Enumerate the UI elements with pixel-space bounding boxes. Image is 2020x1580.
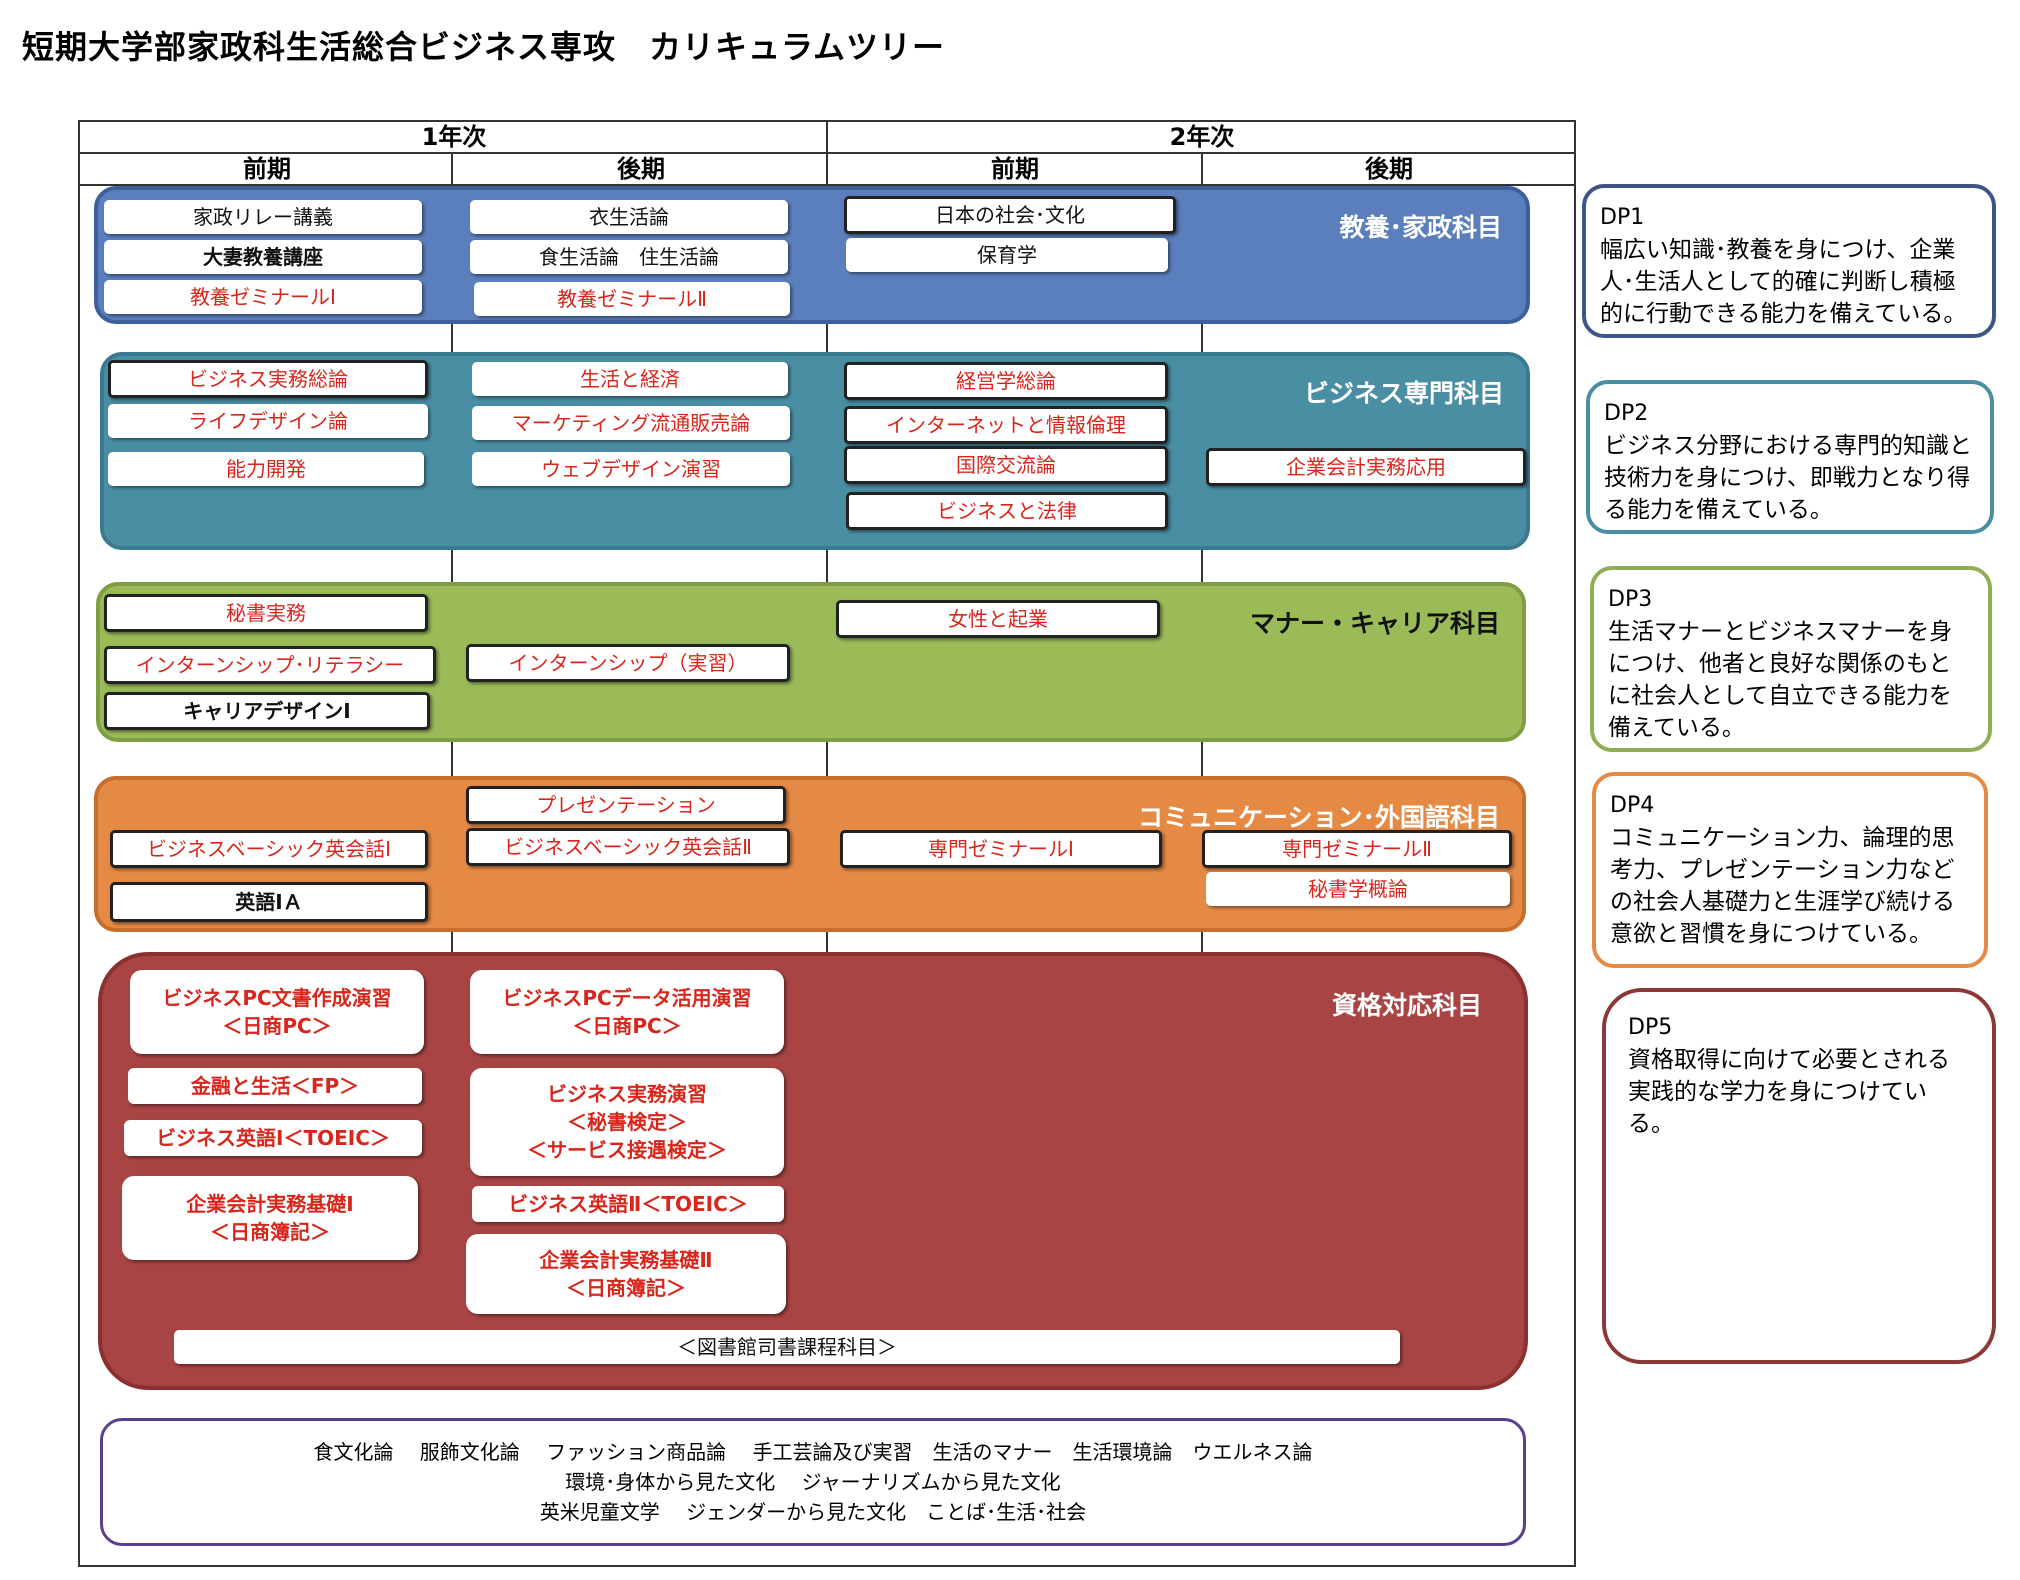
dp4-text: コミュニケーション力、論理的思考力、プレゼンテーション力などの社会人基礎力と生涯…	[1610, 825, 1955, 947]
course-internship-jisshu: インターンシップ（実習）	[466, 644, 790, 682]
band-kyoyo-title: 教養･家政科目	[1339, 213, 1502, 242]
course-hoiku: 保育学	[846, 238, 1168, 272]
course-business-pc-bunsho: ビジネスPC文書作成演習 ＜日商PC＞	[130, 970, 424, 1054]
course-career-design-1: キャリアデザインⅠ	[104, 692, 430, 730]
dp5-box: DP5 資格取得に向けて必要とされる実践的な学力を身につけている。	[1602, 988, 1996, 1364]
course-business-jitsumu-enshu-cert-1: ＜秘書検定＞	[567, 1110, 687, 1134]
dp3-text: 生活マナーとビジネスマナーを身につけ、他者と良好な関係のもとに社会人として自立で…	[1608, 619, 1953, 741]
course-kigyo-kaikei-kiso-1-name: 企業会計実務基礎Ⅰ	[186, 1192, 354, 1216]
course-kigyo-kaikei-kiso-1-cert: ＜日商簿記＞	[210, 1220, 330, 1244]
dp5-text: 資格取得に向けて必要とされる実践的な学力を身につけている。	[1628, 1047, 1950, 1137]
course-hishogaku-gairon: 秘書学概論	[1206, 872, 1510, 906]
course-kigyo-kaikei-kiso-2: 企業会計実務基礎Ⅱ ＜日商簿記＞	[466, 1234, 786, 1314]
course-josei-kigyo: 女性と起業	[836, 600, 1160, 638]
course-business-pc-data-cert: ＜日商PC＞	[572, 1014, 682, 1038]
curriculum-grid: 1年次 2年次 前期 後期 前期 後期	[78, 120, 1576, 1567]
band-comm-title: コミュニケーション･外国語科目	[1137, 803, 1500, 832]
dp1-box: DP1 幅広い知識･教養を身につけ、企業人･生活人として的確に判断し積極的に行動…	[1582, 184, 1996, 338]
course-kasei-relay: 家政リレー講義	[104, 200, 422, 234]
course-keieigaku: 経営学総論	[844, 362, 1168, 400]
course-business-horitsu: ビジネスと法律	[846, 492, 1168, 530]
dp2-text: ビジネス分野における専門的知識と技術力を身につけ、即戦力となり得る能力を備えてい…	[1604, 433, 1972, 523]
term-header-y1-second: 後期	[617, 155, 665, 183]
course-business-pc-data: ビジネスPCデータ活用演習 ＜日商PC＞	[470, 970, 784, 1054]
course-marketing: マーケティング流通販売論	[472, 406, 790, 440]
course-business-eigo-2: ビジネス英語Ⅱ＜TOEIC＞	[472, 1186, 784, 1222]
course-hisho-jitsumu: 秘書実務	[104, 594, 428, 632]
course-kigyo-kaikei-kiso-2-cert: ＜日商簿記＞	[566, 1276, 686, 1300]
course-nihon-shakai: 日本の社会･文化	[844, 196, 1176, 234]
term-header-y2-first: 前期	[991, 155, 1039, 183]
course-senmon-seminar-2: 専門ゼミナールⅡ	[1202, 830, 1512, 868]
course-business-eigo-1: ビジネス英語Ⅰ＜TOEIC＞	[124, 1120, 422, 1156]
course-business-pc-bunsho-name: ビジネスPC文書作成演習	[162, 986, 392, 1010]
course-business-jitsumu-enshu-cert-2: ＜サービス接遇検定＞	[527, 1138, 727, 1162]
course-business-eigo-1-name: ビジネス英語Ⅰ＜TOEIC＞	[156, 1126, 390, 1150]
dp2-box: DP2 ビジネス分野における専門的知識と技術力を身につけ、即戦力となり得る能力を…	[1586, 380, 1994, 534]
course-business-pc-bunsho-cert: ＜日商PC＞	[222, 1014, 332, 1038]
dp3-title: DP3	[1608, 587, 1653, 612]
course-iseikatsu: 衣生活論	[470, 200, 788, 234]
dp4-box: DP4 コミュニケーション力、論理的思考力、プレゼンテーション力などの社会人基礎…	[1592, 772, 1988, 968]
course-web-design: ウェブデザイン演習	[472, 452, 790, 486]
term-header-y2-second: 後期	[1365, 155, 1413, 183]
course-business-eigo-2-name: ビジネス英語Ⅱ＜TOEIC＞	[508, 1192, 748, 1216]
course-internet-joho: インターネットと情報倫理	[844, 406, 1168, 444]
course-seikatsu-keizai: 生活と経済	[472, 362, 788, 396]
dp3-box: DP3 生活マナーとビジネスマナーを身につけ、他者と良好な関係のもとに社会人とし…	[1590, 566, 1992, 752]
course-senmon-seminar-1: 専門ゼミナールⅠ	[840, 830, 1162, 868]
library-courses-bar: ＜図書館司書課程科目＞	[174, 1330, 1400, 1364]
course-kyoyo-seminar-2: 教養ゼミナールⅡ	[474, 282, 790, 316]
course-kokusai-koryu: 国際交流論	[844, 446, 1168, 484]
course-presentation: プレゼンテーション	[466, 786, 786, 824]
band-manner-title: マナー・キャリア科目	[1249, 609, 1500, 638]
term-header-y1-first: 前期	[243, 155, 291, 183]
course-business-eikaiwa-1: ビジネスベーシック英会話Ⅰ	[110, 830, 428, 868]
dp5-title: DP5	[1628, 1015, 1673, 1040]
course-business-pc-data-name: ビジネスPCデータ活用演習	[502, 986, 752, 1010]
dp2-title: DP2	[1604, 401, 1649, 426]
course-business-jitsumu-soron: ビジネス実務総論	[108, 360, 428, 398]
dp4-title: DP4	[1610, 793, 1655, 818]
year-1-header: 1年次	[421, 123, 487, 151]
electives-line-2: 環境･身体から見た文化 ジャーナリズムから見た文化	[565, 1470, 1061, 1494]
band-business-title: ビジネス専門科目	[1303, 379, 1504, 408]
course-business-jitsumu-enshu-name: ビジネス実務演習	[547, 1082, 707, 1106]
course-kinyu-seikatsu: 金融と生活＜FP＞	[128, 1068, 422, 1104]
course-business-jitsumu-enshu: ビジネス実務演習 ＜秘書検定＞ ＜サービス接遇検定＞	[470, 1068, 784, 1176]
page-title: 短期大学部家政科生活総合ビジネス専攻 カリキュラムツリー	[22, 28, 946, 66]
electives-line-3: 英米児童文学 ジェンダーから見た文化 ことば･生活･社会	[539, 1500, 1087, 1524]
course-kigyo-kaikei-kiso-1: 企業会計実務基礎Ⅰ ＜日商簿記＞	[122, 1176, 418, 1260]
year-2-header: 2年次	[1169, 123, 1235, 151]
course-shoku-ju: 食生活論 住生活論	[470, 240, 788, 274]
course-kigyo-kaikei-kiso-2-name: 企業会計実務基礎Ⅱ	[539, 1248, 713, 1272]
course-kinyu-seikatsu-name: 金融と生活＜FP＞	[190, 1074, 360, 1098]
course-business-eikaiwa-2: ビジネスベーシック英会話Ⅱ	[466, 828, 790, 866]
course-life-design: ライフデザイン論	[108, 404, 428, 438]
dp1-title: DP1	[1600, 205, 1645, 230]
course-otsuma-kyoyo: 大妻教養講座	[104, 240, 422, 274]
course-kigyo-kaikei-oyo: 企業会計実務応用	[1206, 448, 1526, 486]
course-eigo-1a: 英語ⅠＡ	[110, 882, 428, 922]
dp1-text: 幅広い知識･教養を身につけ、企業人･生活人として的確に判断し積極的に行動できる能…	[1600, 237, 1967, 327]
course-internship-literacy: インターンシップ･リテラシー	[104, 646, 436, 684]
course-noryoku-kaihatsu: 能力開発	[108, 452, 424, 486]
band-shikaku-title: 資格対応科目	[1331, 991, 1482, 1020]
electives-box: 食文化論 服飾文化論 ファッション商品論 手工芸論及び実習 生活のマナー 生活環…	[100, 1418, 1526, 1546]
course-kyoyo-seminar-1: 教養ゼミナールⅠ	[104, 280, 422, 314]
electives-line-1: 食文化論 服飾文化論 ファッション商品論 手工芸論及び実習 生活のマナー 生活環…	[313, 1440, 1313, 1464]
